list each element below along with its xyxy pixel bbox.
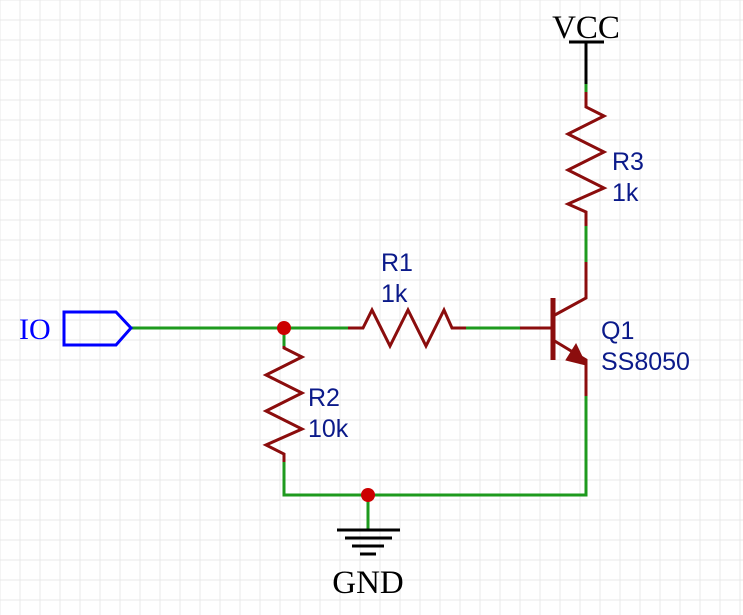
io-port-label: IO bbox=[19, 313, 51, 346]
q1-ref: Q1 bbox=[601, 317, 634, 345]
r2-value: 10k bbox=[308, 415, 349, 443]
r3-body bbox=[564, 92, 608, 226]
gnd-symbol: GND bbox=[332, 528, 404, 601]
q1-emitter-arrow-icon bbox=[565, 342, 587, 366]
junction-dot-ground bbox=[361, 488, 375, 502]
r3-ref: R3 bbox=[612, 148, 644, 176]
r2-body bbox=[262, 346, 306, 462]
io-port-flag-icon bbox=[62, 310, 134, 347]
r1-body bbox=[348, 306, 466, 350]
junction-dot-input bbox=[277, 321, 291, 335]
resistor-r3: R3 1k bbox=[564, 92, 644, 226]
transistor-q1: Q1 SS8050 bbox=[520, 262, 690, 396]
io-port: IO bbox=[19, 310, 134, 347]
vcc-symbol: VCC bbox=[552, 10, 620, 84]
resistor-r1: R1 1k bbox=[348, 249, 466, 350]
q1-value: SS8050 bbox=[601, 348, 690, 376]
r2-ref: R2 bbox=[308, 384, 340, 412]
wire-ground-bus bbox=[282, 394, 588, 497]
vcc-label: VCC bbox=[552, 10, 620, 46]
resistor-r2: R2 10k bbox=[262, 346, 349, 462]
gnd-label: GND bbox=[332, 565, 404, 601]
r3-value: 1k bbox=[612, 179, 639, 207]
q1-emitter bbox=[552, 338, 588, 396]
r1-value: 1k bbox=[381, 280, 408, 308]
q1-collector bbox=[552, 262, 588, 318]
r1-ref: R1 bbox=[381, 249, 413, 277]
